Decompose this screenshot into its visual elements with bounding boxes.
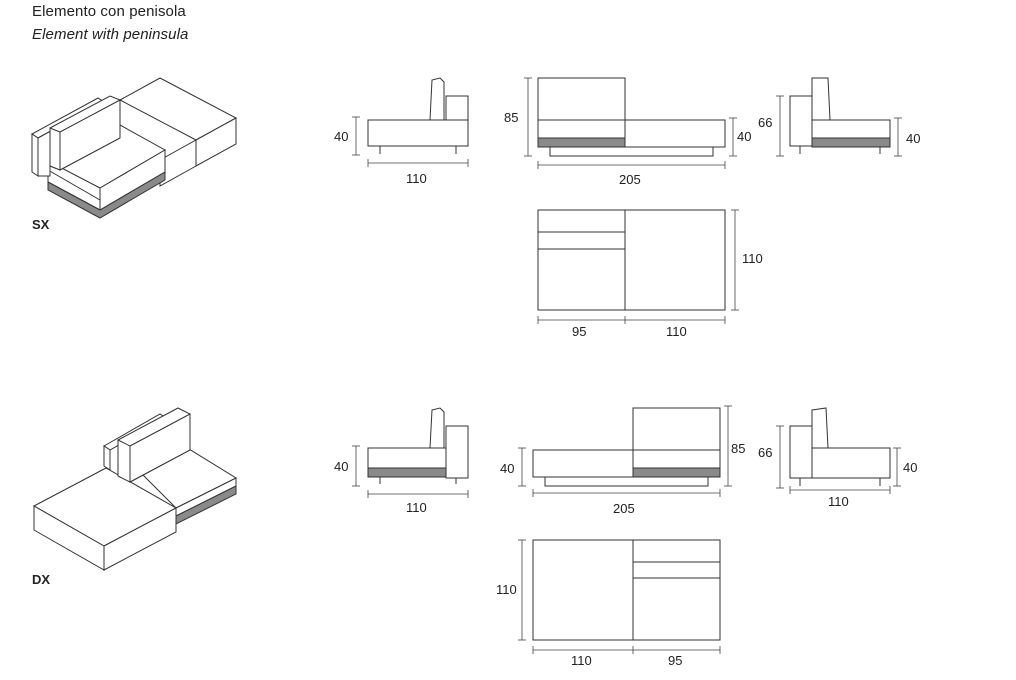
sx-top-depth-label: 110 bbox=[742, 251, 763, 266]
dx-front-seat-height-label: 40 bbox=[500, 461, 514, 476]
dx-side-view-right: 66 40 110 bbox=[758, 407, 917, 509]
dx-top-width-a-label: 110 bbox=[571, 653, 592, 668]
sx-front-width-label: 205 bbox=[619, 172, 641, 187]
dx-side-view-left: 40 110 bbox=[334, 407, 469, 515]
dx-side-height-label: 40 bbox=[334, 459, 348, 474]
dx-front-width-label: 205 bbox=[613, 501, 635, 516]
dx-top-depth-label: 110 bbox=[496, 582, 517, 597]
dx-isometric-view: DX bbox=[32, 407, 238, 587]
dx-rside-width-label: 110 bbox=[828, 494, 849, 509]
sx-side-view-left: 40 110 bbox=[334, 77, 469, 186]
sx-isometric-view: SX bbox=[31, 77, 238, 232]
title-italian: Elemento con penisola bbox=[32, 3, 186, 20]
sx-top-width-b-label: 110 bbox=[666, 324, 687, 339]
dx-rside-seat-label: 40 bbox=[903, 460, 917, 475]
dx-rside-height-label: 66 bbox=[758, 445, 772, 460]
sx-front-seat-height-label: 40 bbox=[737, 129, 751, 144]
sx-tag: SX bbox=[32, 217, 50, 232]
title-english: Element with peninsula bbox=[32, 26, 189, 43]
sx-rside-height-label: 66 bbox=[758, 115, 772, 130]
sx-front-height-label: 85 bbox=[504, 110, 518, 125]
sx-top-width-a-label: 95 bbox=[572, 324, 586, 339]
dx-side-width-label: 110 bbox=[406, 500, 427, 515]
dx-front-height-label: 85 bbox=[731, 441, 745, 456]
dx-top-width-b-label: 95 bbox=[668, 653, 682, 668]
dx-front-view: 40 85 205 bbox=[500, 405, 745, 516]
sx-front-view: 85 40 205 bbox=[504, 77, 751, 187]
sx-side-height-label: 40 bbox=[334, 129, 348, 144]
sx-rside-seat-label: 40 bbox=[906, 131, 920, 146]
sx-side-view-right: 66 40 bbox=[758, 77, 920, 157]
sx-top-view: 110 95 110 bbox=[537, 209, 763, 339]
sx-side-width-label: 110 bbox=[406, 171, 427, 186]
dx-top-view: 110 110 95 bbox=[496, 539, 721, 668]
dx-tag: DX bbox=[32, 572, 50, 587]
